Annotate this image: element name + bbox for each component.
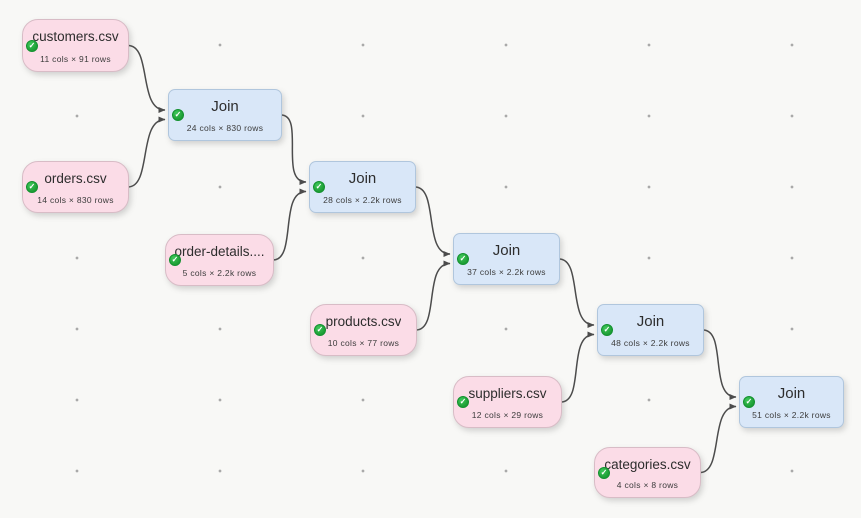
node-customers[interactable]: ✓customers.csv 11 cols × 91 rows [22, 19, 129, 72]
node-join1[interactable]: ✓ Join 24 cols × 830 rows [168, 89, 282, 141]
node-title: categories.csv [604, 457, 691, 472]
node-size-label: 12 cols × 29 rows [471, 410, 544, 420]
connector-products-to-join3[interactable] [415, 260, 451, 331]
status-ok-icon: ✓ [457, 396, 469, 408]
connector-join4-to-join5[interactable] [702, 329, 737, 400]
node-size-label: 11 cols × 91 rows [40, 54, 111, 64]
node-size-label: 10 cols × 77 rows [327, 338, 400, 348]
status-ok-icon: ✓ [743, 396, 755, 408]
status-ok-icon: ✓ [313, 181, 325, 193]
status-ok-icon: ✓ [314, 324, 326, 336]
node-title: order-details.... [174, 244, 265, 259]
node-title: Join [348, 170, 377, 187]
node-suppliers[interactable]: ✓suppliers.csv 12 cols × 29 rows [453, 376, 562, 428]
status-ok-icon: ✓ [601, 324, 613, 336]
connector-customers-to-join1[interactable] [127, 44, 166, 113]
node-join3[interactable]: ✓ Join 37 cols × 2.2k rows [453, 233, 560, 285]
connector-join2-to-join3[interactable] [414, 186, 451, 257]
status-ok-icon: ✓ [598, 466, 610, 479]
node-title: products.csv [325, 314, 402, 329]
connector-orders-to-join1[interactable] [127, 116, 166, 188]
node-join5[interactable]: ✓ Join 51 cols × 2.2k rows [739, 376, 844, 428]
node-size-label: 4 cols × 8 rows [616, 480, 679, 490]
connector-join3-to-join4[interactable] [558, 258, 595, 328]
node-size-label: 37 cols × 2.2k rows [467, 267, 546, 277]
node-orders[interactable]: ✓ orders.csv 14 cols × 830 rows [22, 161, 129, 213]
status-ok-icon: ✓ [457, 253, 469, 265]
node-title: suppliers.csv [468, 386, 547, 401]
node-title: Join [777, 385, 806, 402]
status-ok-icon: ✓ [26, 39, 38, 52]
node-size-label: 5 cols × 2.2k rows [182, 268, 257, 278]
node-size-label: 24 cols × 830 rows [186, 123, 264, 133]
node-join2[interactable]: ✓ Join 28 cols × 2.2k rows [309, 161, 416, 213]
status-ok-icon: ✓ [26, 181, 38, 193]
connector-suppliers-to-join4[interactable] [560, 331, 595, 403]
node-size-label: 14 cols × 830 rows [37, 195, 114, 205]
connector-join1-to-join2[interactable] [280, 114, 307, 185]
connector-categories-to-join5[interactable] [699, 403, 737, 474]
status-ok-icon: ✓ [172, 109, 184, 121]
node-order-details[interactable]: ✓order-details.... 5 cols × 2.2k rows [165, 234, 274, 286]
node-size-label: 51 cols × 2.2k rows [752, 410, 831, 420]
node-title: Join [492, 242, 521, 259]
node-title: Join [211, 98, 239, 115]
node-title: Join [636, 313, 665, 330]
status-ok-icon: ✓ [169, 254, 181, 266]
node-products[interactable]: ✓products.csv 10 cols × 77 rows [310, 304, 417, 356]
node-size-label: 48 cols × 2.2k rows [611, 338, 690, 348]
node-categories[interactable]: ✓categories.csv 4 cols × 8 rows [594, 447, 701, 498]
node-join4[interactable]: ✓ Join 48 cols × 2.2k rows [597, 304, 704, 356]
node-size-label: 28 cols × 2.2k rows [323, 195, 402, 205]
node-title: customers.csv [32, 29, 119, 44]
connector-order-details-to-join2[interactable] [272, 188, 307, 261]
node-title: orders.csv [44, 171, 107, 186]
